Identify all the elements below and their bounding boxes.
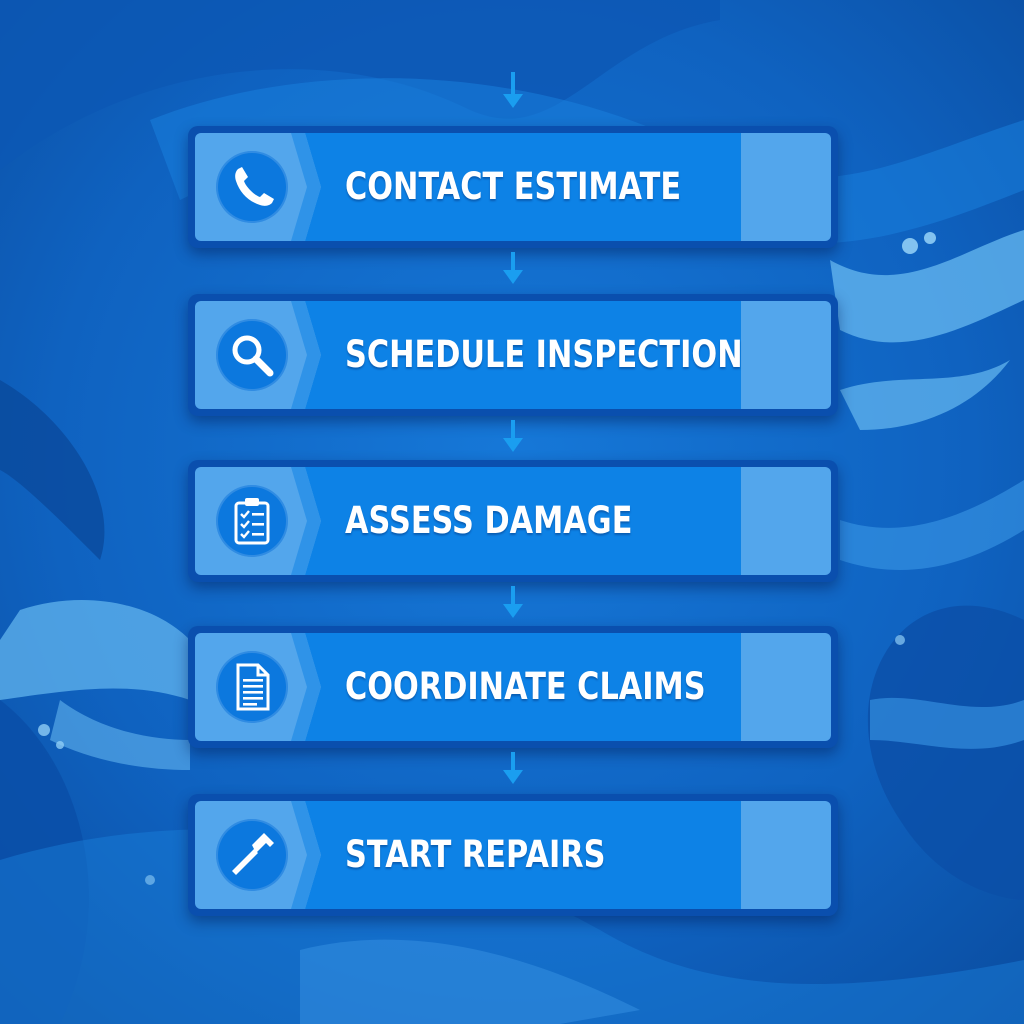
flow-arrow-3 xyxy=(503,586,523,618)
clipboard-icon-circle xyxy=(216,485,288,557)
flow-arrow-2 xyxy=(503,420,523,452)
phone-icon xyxy=(235,167,274,206)
step-banner-shape xyxy=(291,467,741,575)
document-icon-circle xyxy=(216,651,288,723)
step-coordinate-claims: COORDINATE CLAIMS xyxy=(188,626,838,748)
clipboard-checklist-icon xyxy=(234,498,270,545)
step-banner-shape xyxy=(291,801,741,909)
step-banner-shape xyxy=(291,633,741,741)
step-start-repairs: START REPAIRS xyxy=(188,794,838,916)
step-schedule-inspection: SCHEDULE INSPECTION xyxy=(188,294,838,416)
flow-arrow-1 xyxy=(503,252,523,284)
step-label: COORDINATE CLAIMS xyxy=(345,665,706,708)
magnifier-icon-circle xyxy=(216,319,288,391)
flow-arrow-top xyxy=(503,72,523,108)
step-banner-shape xyxy=(291,133,741,241)
step-label: START REPAIRS xyxy=(345,833,606,876)
step-label: ASSESS DAMAGE xyxy=(345,499,633,542)
phone-icon-circle xyxy=(216,151,288,223)
hammer-icon-circle xyxy=(216,819,288,891)
step-contact-estimate: CONTACT ESTIMATE xyxy=(188,126,838,248)
hammer-icon xyxy=(232,833,274,875)
step-banner-shape xyxy=(291,301,741,409)
flow-arrow-4 xyxy=(503,752,523,784)
step-label: CONTACT ESTIMATE xyxy=(345,165,682,208)
magnifier-icon xyxy=(232,335,274,377)
document-icon xyxy=(236,663,270,711)
step-assess-damage: ASSESS DAMAGE xyxy=(188,460,838,582)
step-label: SCHEDULE INSPECTION xyxy=(345,333,743,376)
